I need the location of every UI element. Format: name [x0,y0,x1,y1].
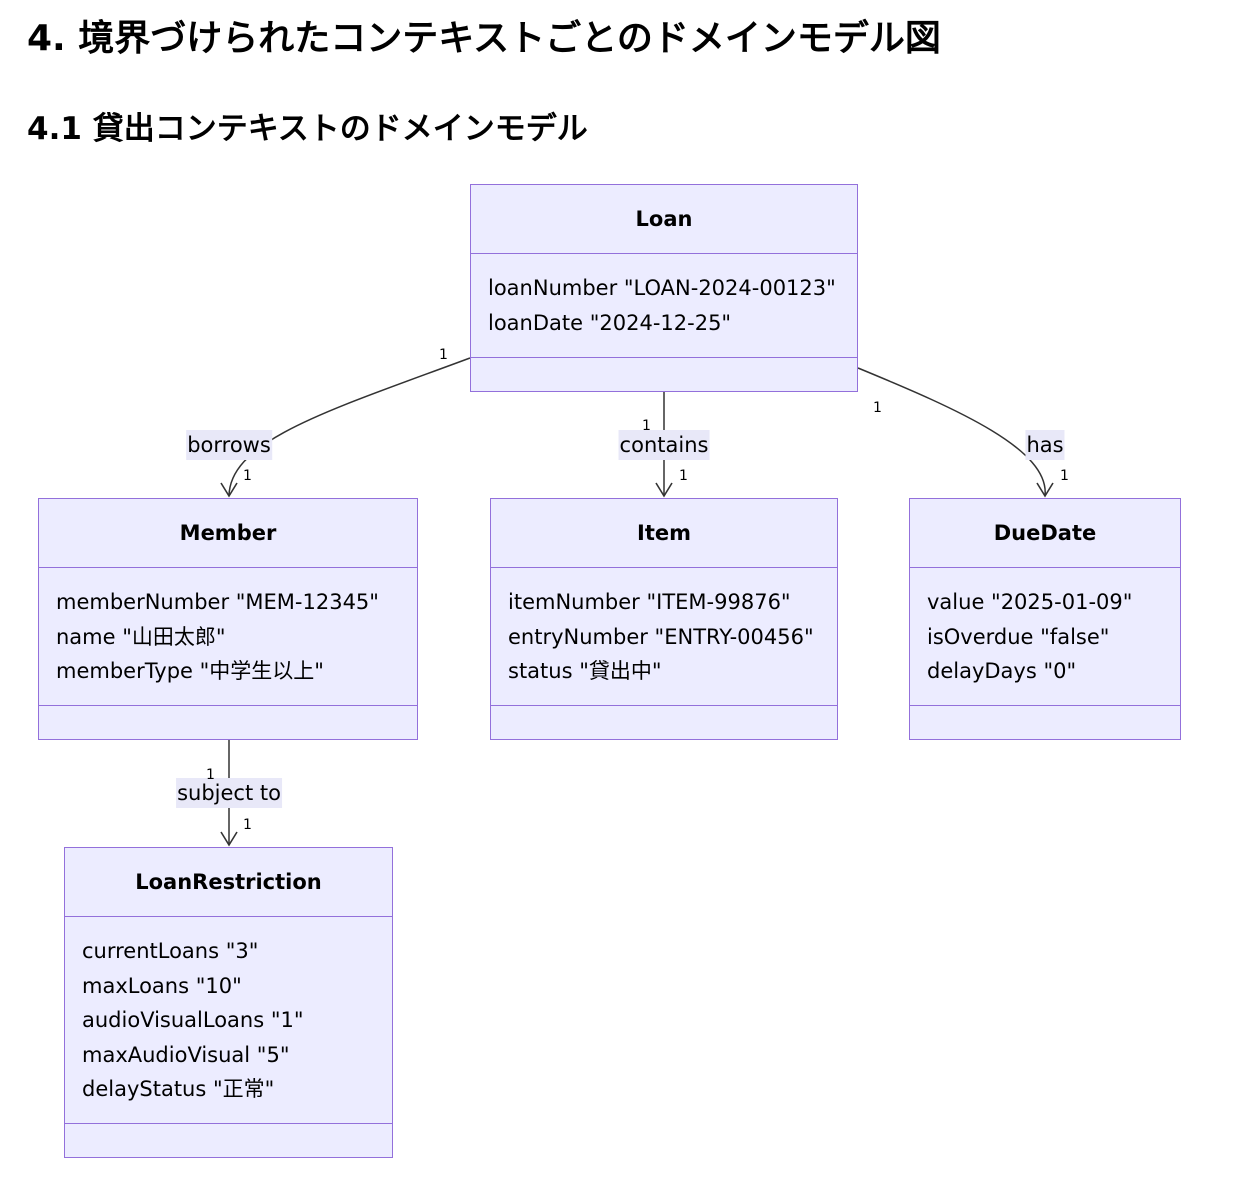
class-duedate-name: DueDate [910,499,1180,568]
class-loanrestriction-name: LoanRestriction [65,848,392,917]
arrow-contains [655,482,673,498]
attribute: itemNumber "ITEM-99876" [508,590,791,614]
class-duedate-methods [910,705,1180,739]
multiplicity-contains-from: 1 [642,418,651,434]
multiplicity-borrows-from: 1 [439,347,448,363]
section-heading: 4.1 貸出コンテキストのドメインモデル [27,111,588,147]
multiplicity-has-from: 1 [873,400,882,416]
attribute: loanDate "2024-12-25" [488,310,732,335]
class-item-name: Item [491,499,837,568]
attribute: memberNumber "MEM-12345" [56,590,379,614]
class-item-attributes: itemNumber "ITEM-99876" entryNumber "ENT… [508,585,814,689]
relation-label-subject-to: subject to [176,778,282,808]
class-loanrestriction-attributes: currentLoans "3" maxLoans "10" audioVisu… [82,934,304,1107]
class-loan-attributes: loanNumber "LOAN-2024-00123" loanDate "2… [488,271,836,340]
relation-label-contains: contains [618,430,710,460]
attribute: maxLoans "10" [82,973,242,998]
multiplicity-has-to: 1 [1060,468,1069,484]
class-duedate-attributes: value "2025-01-09" isOverdue "false" del… [927,585,1132,689]
class-member-name: Member [39,499,417,568]
class-loan-name: Loan [471,185,857,254]
class-duedate: DueDate value "2025-01-09" isOverdue "fa… [909,498,1181,740]
arrow-subject-to [220,831,238,847]
attribute: delayStatus "正常" [82,1077,275,1101]
class-loan: Loan loanNumber "LOAN-2024-00123" loanDa… [470,184,858,392]
attribute: audioVisualLoans "1" [82,1008,304,1032]
attribute: memberType "中学生以上" [56,659,324,683]
class-member-attributes: memberNumber "MEM-12345" name "山田太郎" mem… [56,585,379,689]
relation-label-has: has [1025,430,1065,460]
class-member: Member memberNumber "MEM-12345" name "山田… [38,498,418,740]
multiplicity-contains-to: 1 [679,468,688,484]
multiplicity-subject-to-to: 1 [243,817,252,833]
edge-has [857,367,1046,497]
class-loanrestriction-methods [65,1123,392,1157]
attribute: isOverdue "false" [927,624,1110,649]
class-loanrestriction: LoanRestriction currentLoans "3" maxLoan… [64,847,393,1158]
class-item: Item itemNumber "ITEM-99876" entryNumber… [490,498,838,740]
attribute: loanNumber "LOAN-2024-00123" [488,276,836,300]
attribute: maxAudioVisual "5" [82,1042,290,1067]
attribute: delayDays "0" [927,659,1077,683]
attribute: value "2025-01-09" [927,590,1133,614]
edge-borrows [228,357,471,497]
attribute: entryNumber "ENTRY-00456" [508,624,814,649]
arrow-has [1036,482,1054,498]
arrow-borrows [220,482,238,498]
relation-label-borrows: borrows [186,430,272,460]
attribute: status "貸出中" [508,659,662,683]
attribute: currentLoans "3" [82,939,259,963]
multiplicity-borrows-to: 1 [243,468,252,484]
page-heading: 4. 境界づけられたコンテキストごとのドメインモデル図 [27,18,941,59]
class-loan-methods [471,357,857,391]
multiplicity-subject-to-from: 1 [206,767,215,783]
attribute: name "山田太郎" [56,624,226,649]
class-item-methods [491,705,837,739]
class-member-methods [39,705,417,739]
